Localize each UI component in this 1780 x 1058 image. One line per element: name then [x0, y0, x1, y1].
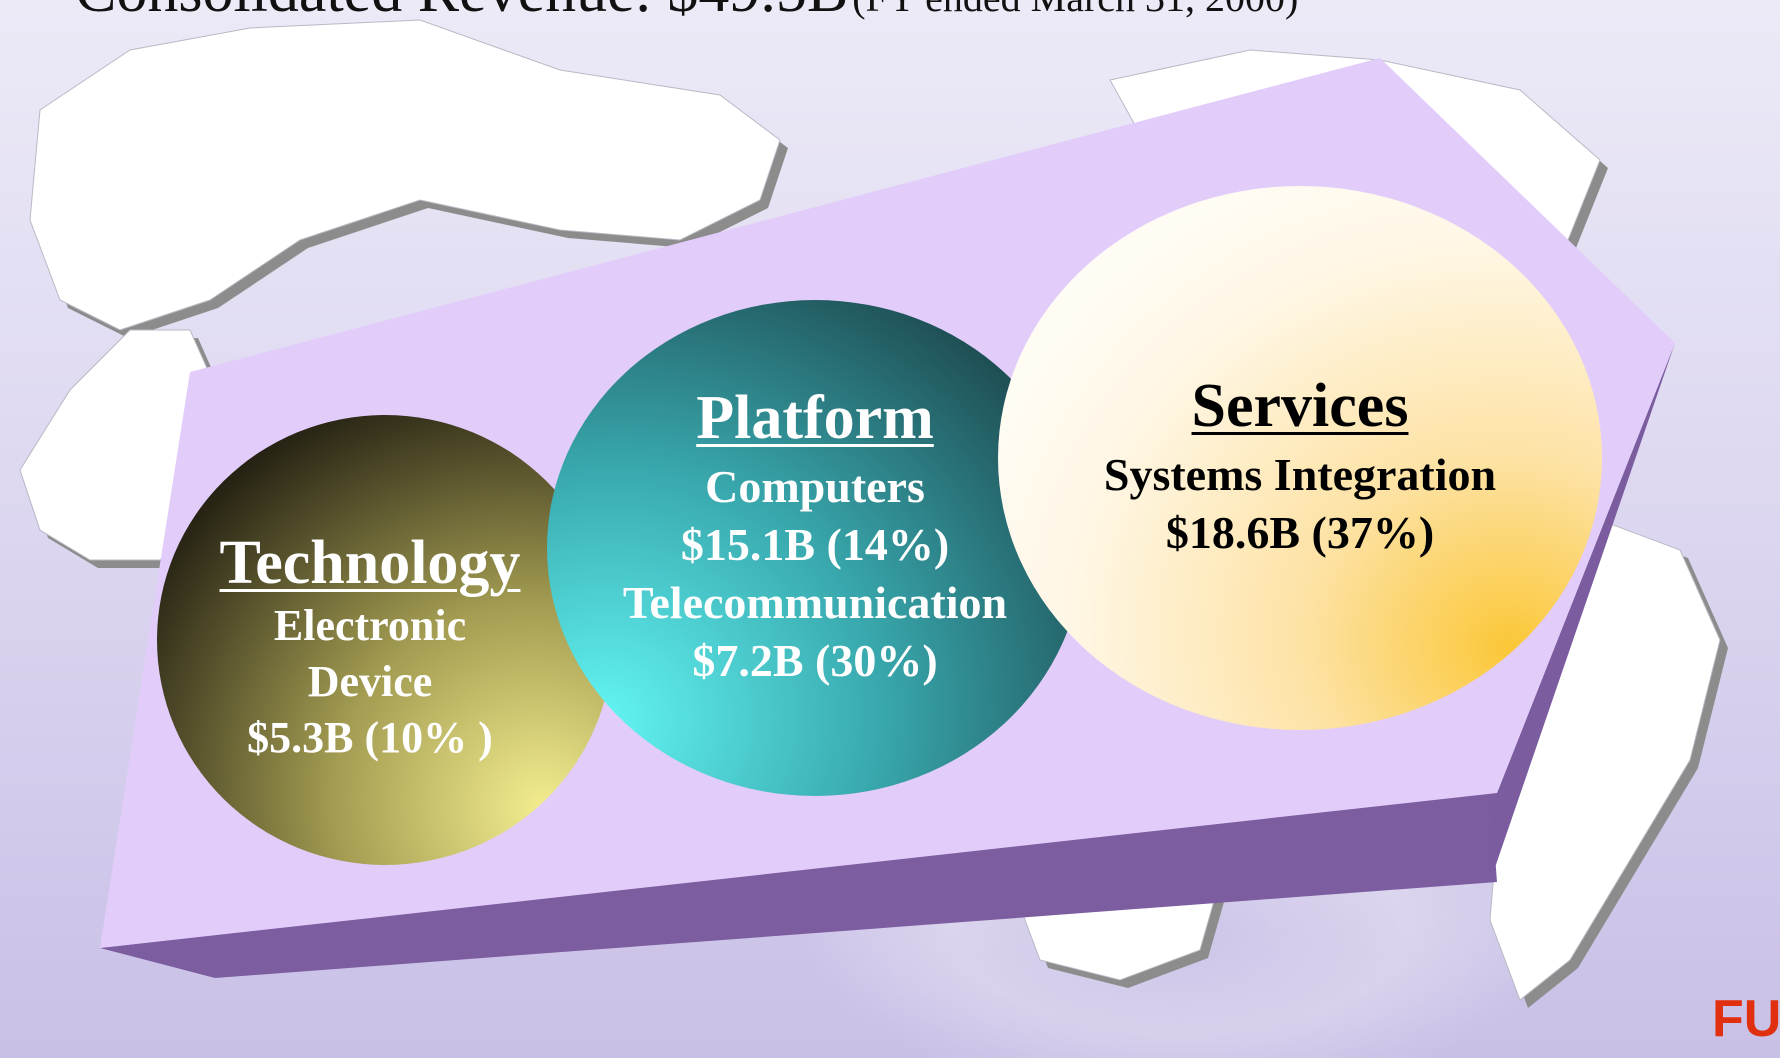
platform-line-3: Telecommunication	[622, 577, 1008, 628]
technology-line-1: Electronic	[273, 601, 467, 650]
services-heading: Services	[1191, 372, 1409, 440]
platform-line-1: Computers	[705, 461, 925, 512]
platform-circle	[547, 300, 1083, 796]
platform-label: Platform Computers $15.1B (14%) Telecomm…	[580, 378, 1050, 690]
fujitsu-logo: FUJITSU	[1712, 988, 1780, 1050]
slab-side	[1373, 343, 1675, 882]
services-line-1: Systems Integration	[1103, 449, 1497, 500]
platform-line-2: $15.1B (14%)	[680, 519, 950, 570]
logo-text: FUJITSU	[1712, 990, 1780, 1048]
slab-bottom	[100, 790, 1497, 978]
technology-circle	[157, 415, 613, 865]
title-main: Consolidated Revenue: $49.5B	[75, 0, 848, 25]
services-line-2: $18.6B (37%)	[1165, 507, 1435, 558]
services-label: Services Systems Integration $18.6B (37%…	[1060, 366, 1540, 562]
platform-heading: Platform	[696, 384, 934, 452]
page-title: Consolidated Revenue: $49.5B (FY ended M…	[75, 0, 1298, 27]
technology-line-2: Device	[307, 657, 433, 706]
platform-line-4: $7.2B (30%)	[692, 635, 938, 686]
technology-label: Technology Electronic Device $5.3B (10% …	[185, 528, 555, 766]
technology-line-3: $5.3B (10% )	[247, 713, 493, 762]
technology-heading: Technology	[219, 529, 521, 597]
services-circle	[998, 186, 1602, 730]
title-note: (FY ended March 31, 2000)	[852, 0, 1298, 20]
